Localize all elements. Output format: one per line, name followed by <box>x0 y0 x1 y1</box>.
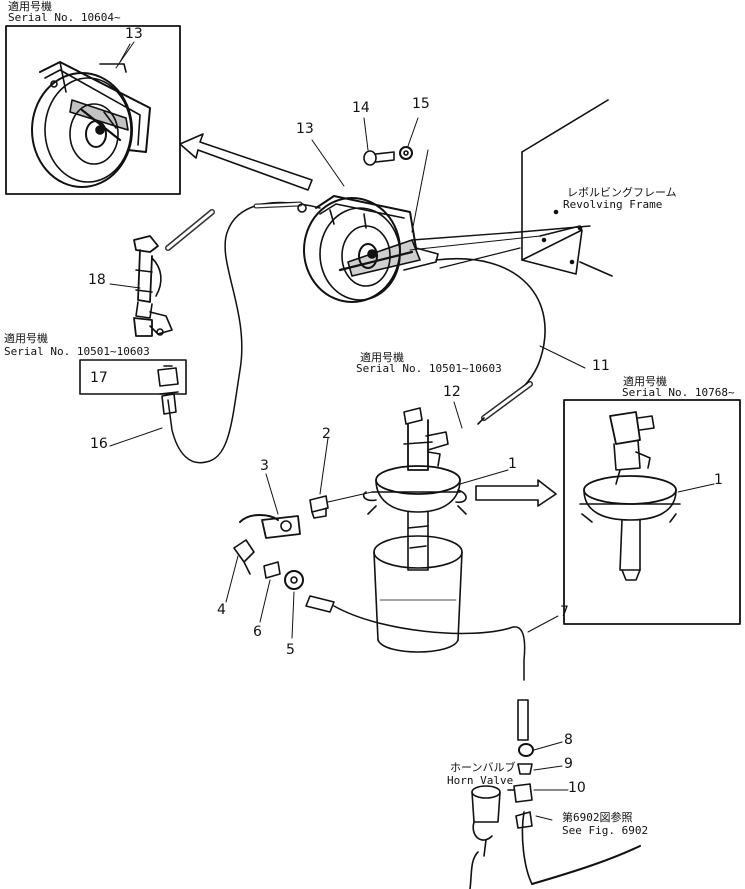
box-part-17 <box>79 359 187 395</box>
part-number-2: 2 <box>322 426 331 442</box>
see-fig-jp: 第6902図参照 <box>562 811 633 824</box>
hose-7 <box>305 595 529 741</box>
horn-valve-en: Horn Valve <box>447 774 514 787</box>
hose-11 <box>435 257 546 425</box>
bolt-14 <box>363 150 395 166</box>
part-number-14: 14 <box>352 100 370 116</box>
gun-serial-text: Serial No. 10501~10603 <box>4 345 150 358</box>
fitting-2 <box>309 491 373 519</box>
leader-lines <box>109 41 715 821</box>
elbow-4 <box>233 539 255 575</box>
gun-serial-jp: 適用号機 <box>4 332 48 345</box>
hose-see-fig <box>515 811 641 885</box>
see-fig-en: See Fig. 6902 <box>562 824 649 837</box>
grease-pump-1 <box>362 407 467 653</box>
part-5 <box>284 570 304 590</box>
part-number-13-inset: 13 <box>125 26 143 42</box>
hose-reel-to-gun <box>167 201 321 464</box>
part-number-7: 7 <box>560 604 569 620</box>
inset-right-serial: Serial No. 10768~ <box>622 386 735 399</box>
part-number-8: 8 <box>564 732 573 748</box>
revolving-frame <box>439 99 613 277</box>
inset-top-left-jp: 適用号機 <box>8 0 52 13</box>
part-number-5: 5 <box>286 642 295 658</box>
part-number-6: 6 <box>253 624 262 640</box>
part-number-12: 12 <box>443 384 461 400</box>
part-number-13: 13 <box>296 121 314 137</box>
horn-valve <box>469 785 501 889</box>
inset-top-left-serial: Serial No. 10604~ <box>8 11 121 24</box>
part-9 <box>517 763 533 775</box>
inset-reel-box <box>5 25 181 195</box>
fitting-16 <box>159 391 179 415</box>
revolving-frame-jp: レボルビングフレーム <box>567 186 677 199</box>
part-number-15: 15 <box>412 96 430 112</box>
part-number-1-inset: 1 <box>714 472 723 488</box>
part-10 <box>507 783 533 803</box>
part-8 <box>518 743 534 757</box>
main-hose-reel <box>303 195 591 303</box>
arrow-to-inset <box>179 133 313 191</box>
part-number-16: 16 <box>90 436 108 452</box>
arrow-to-right-inset <box>475 479 557 507</box>
horn-valve-jp: ホーンバルブ <box>450 761 516 774</box>
part12-serial-text: Serial No. 10501~10603 <box>356 362 502 375</box>
part12-serial-jp: 適用号機 <box>360 351 404 364</box>
revolving-frame-en: Revolving Frame <box>563 198 663 211</box>
part-6 <box>263 561 281 579</box>
inset-right-jp: 適用号機 <box>623 375 667 388</box>
grease-gun-18 <box>133 209 215 337</box>
part-number-18: 18 <box>88 272 106 288</box>
part-number-11: 11 <box>592 358 610 374</box>
ball-valve-3 <box>239 514 301 539</box>
part-number-1: 1 <box>508 456 517 472</box>
part-number-3: 3 <box>260 458 269 474</box>
part-number-17: 17 <box>90 370 108 386</box>
inset-pump-box <box>563 399 741 625</box>
nut-15 <box>399 146 413 160</box>
part-number-9: 9 <box>564 756 573 772</box>
part-number-10: 10 <box>568 780 586 796</box>
part-number-4: 4 <box>217 602 226 618</box>
